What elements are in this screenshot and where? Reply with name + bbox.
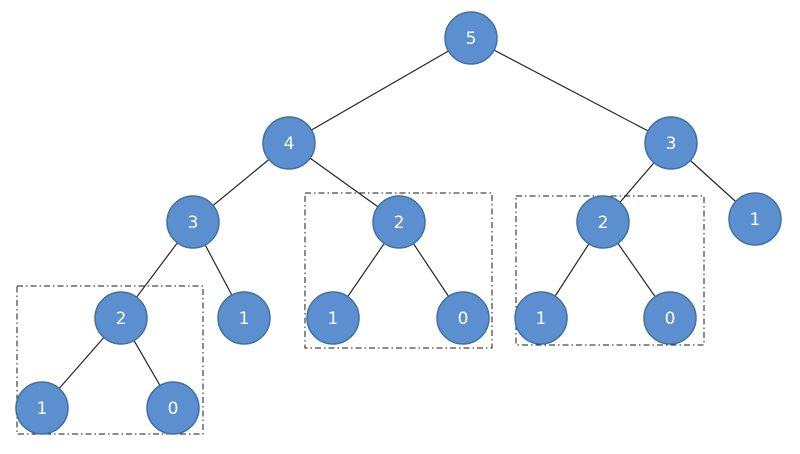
tree-node: 2 bbox=[576, 195, 630, 249]
group-box-left bbox=[16, 285, 204, 435]
tree-node: 3 bbox=[644, 116, 698, 170]
node-label: 3 bbox=[666, 134, 677, 154]
node-label: 2 bbox=[116, 309, 127, 329]
node-circle bbox=[514, 291, 568, 345]
node-label: 0 bbox=[665, 309, 676, 329]
node-label: 2 bbox=[598, 213, 609, 233]
node-circle bbox=[372, 195, 426, 249]
node-circle bbox=[644, 116, 698, 170]
node-label: 2 bbox=[394, 213, 405, 233]
node-label: 1 bbox=[239, 309, 250, 329]
node-label: 1 bbox=[750, 210, 761, 230]
tree-edge bbox=[288, 37, 472, 144]
tree-node: 1 bbox=[728, 192, 782, 246]
node-label: 0 bbox=[458, 309, 469, 329]
tree-node: 0 bbox=[436, 291, 490, 345]
tree-node: 5 bbox=[444, 11, 498, 65]
node-circle bbox=[166, 195, 220, 249]
node-label: 1 bbox=[536, 309, 547, 329]
node-circle bbox=[94, 291, 148, 345]
node-circle bbox=[15, 381, 69, 435]
tree-node: 0 bbox=[146, 381, 200, 435]
node-circle bbox=[643, 291, 697, 345]
tree-edge bbox=[470, 37, 672, 144]
tree-node: 2 bbox=[372, 195, 426, 249]
node-label: 1 bbox=[328, 309, 339, 329]
node-label: 4 bbox=[284, 134, 295, 154]
node-circle bbox=[306, 291, 360, 345]
node-label: 1 bbox=[37, 399, 48, 419]
node-circle bbox=[728, 192, 782, 246]
node-circle bbox=[146, 381, 200, 435]
tree-nodes: 5 4 3 3 2 2 1 2 1 1 0 1 0 1 0 bbox=[15, 11, 782, 435]
tree-node: 1 bbox=[15, 381, 69, 435]
tree-node: 1 bbox=[217, 291, 271, 345]
node-circle bbox=[576, 195, 630, 249]
node-label: 5 bbox=[466, 29, 477, 49]
node-label: 3 bbox=[188, 213, 199, 233]
tree-node: 3 bbox=[166, 195, 220, 249]
tree-node: 1 bbox=[514, 291, 568, 345]
group-box-right bbox=[515, 195, 705, 346]
node-circle bbox=[262, 116, 316, 170]
node-label: 0 bbox=[168, 399, 179, 419]
group-box-middle bbox=[304, 192, 493, 349]
node-circle bbox=[436, 291, 490, 345]
tree-node: 4 bbox=[262, 116, 316, 170]
group-boxes bbox=[16, 192, 705, 435]
node-circle bbox=[217, 291, 271, 345]
tree-node: 1 bbox=[306, 291, 360, 345]
tree-node: 2 bbox=[94, 291, 148, 345]
tree-node: 0 bbox=[643, 291, 697, 345]
node-circle bbox=[444, 11, 498, 65]
